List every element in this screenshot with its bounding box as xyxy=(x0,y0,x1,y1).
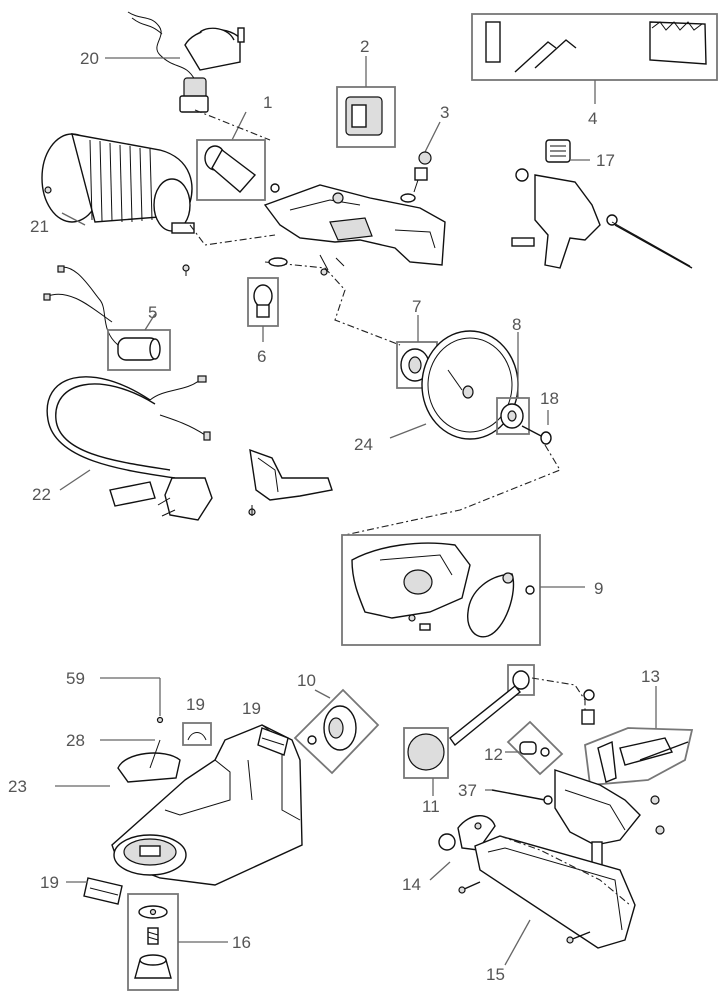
callout-14: 14 xyxy=(402,875,421,894)
capacitor-part-5 xyxy=(43,265,171,371)
callout-16: 16 xyxy=(232,933,251,952)
callout-4: 4 xyxy=(588,109,597,128)
callout-19-c: 19 xyxy=(40,873,59,892)
callout-17: 17 xyxy=(596,151,615,170)
main-arm-housing xyxy=(263,184,446,266)
slide-rail-part-15 xyxy=(458,835,636,966)
bolt-part-18 xyxy=(521,410,552,445)
scale-label-parts-19 xyxy=(66,722,289,905)
callout-11: 11 xyxy=(422,797,440,816)
callout-21: 21 xyxy=(30,217,49,236)
cam-part-12 xyxy=(505,720,564,776)
blade-guard-part-9 xyxy=(341,444,585,646)
cutting-disc-part-24 xyxy=(389,330,519,440)
callout-labels: 1 2 3 4 5 6 7 8 9 10 11 12 13 14 15 16 1… xyxy=(8,37,660,984)
callout-13: 13 xyxy=(641,667,660,686)
link-plate-part-14 xyxy=(429,815,496,881)
housing-part-1 xyxy=(196,111,280,201)
lever-handle-part-11 xyxy=(403,664,535,796)
lamp-part-6 xyxy=(247,257,288,342)
bracket-assembly-part-17 xyxy=(511,139,693,269)
assembly-lines-top xyxy=(189,109,401,346)
callout-19-a: 19 xyxy=(186,695,205,714)
power-cable-part-22 xyxy=(46,375,213,521)
small-fasteners-top xyxy=(182,254,345,276)
callout-2: 2 xyxy=(360,37,369,56)
callout-59: 59 xyxy=(66,669,85,688)
callout-7: 7 xyxy=(412,297,421,316)
callout-9: 9 xyxy=(594,579,603,598)
motor-part-21 xyxy=(41,133,195,234)
callout-8: 8 xyxy=(512,315,521,334)
outer-flange-part-8 xyxy=(496,332,530,435)
callout-19-b: 19 xyxy=(242,699,261,718)
handwheel-knob-part-10 xyxy=(293,688,380,775)
locking-assembly-part-13 xyxy=(531,677,694,786)
tool-kit-part-4 xyxy=(471,13,718,104)
callout-10: 10 xyxy=(297,671,316,690)
callout-23: 23 xyxy=(8,777,27,796)
spindle-part-3 xyxy=(400,121,441,203)
callout-6: 6 xyxy=(257,347,266,366)
callout-18: 18 xyxy=(540,389,559,408)
switch-part-2 xyxy=(336,56,396,148)
callout-37: 37 xyxy=(458,781,477,800)
callout-12: 12 xyxy=(484,745,503,764)
callout-22: 22 xyxy=(32,485,51,504)
clamp-spindle-part-16 xyxy=(127,893,228,991)
cable-with-plug-part-20 xyxy=(105,11,245,113)
guard-bracket xyxy=(248,448,333,516)
callout-5: 5 xyxy=(148,303,157,322)
clamp-cap-part-28 xyxy=(100,677,181,783)
callout-15: 15 xyxy=(486,965,505,984)
callout-20: 20 xyxy=(80,49,99,68)
callout-28: 28 xyxy=(66,731,85,750)
callout-1: 1 xyxy=(263,93,272,112)
base-part-23 xyxy=(55,724,303,886)
callout-3: 3 xyxy=(440,103,449,122)
callout-24: 24 xyxy=(354,435,373,454)
